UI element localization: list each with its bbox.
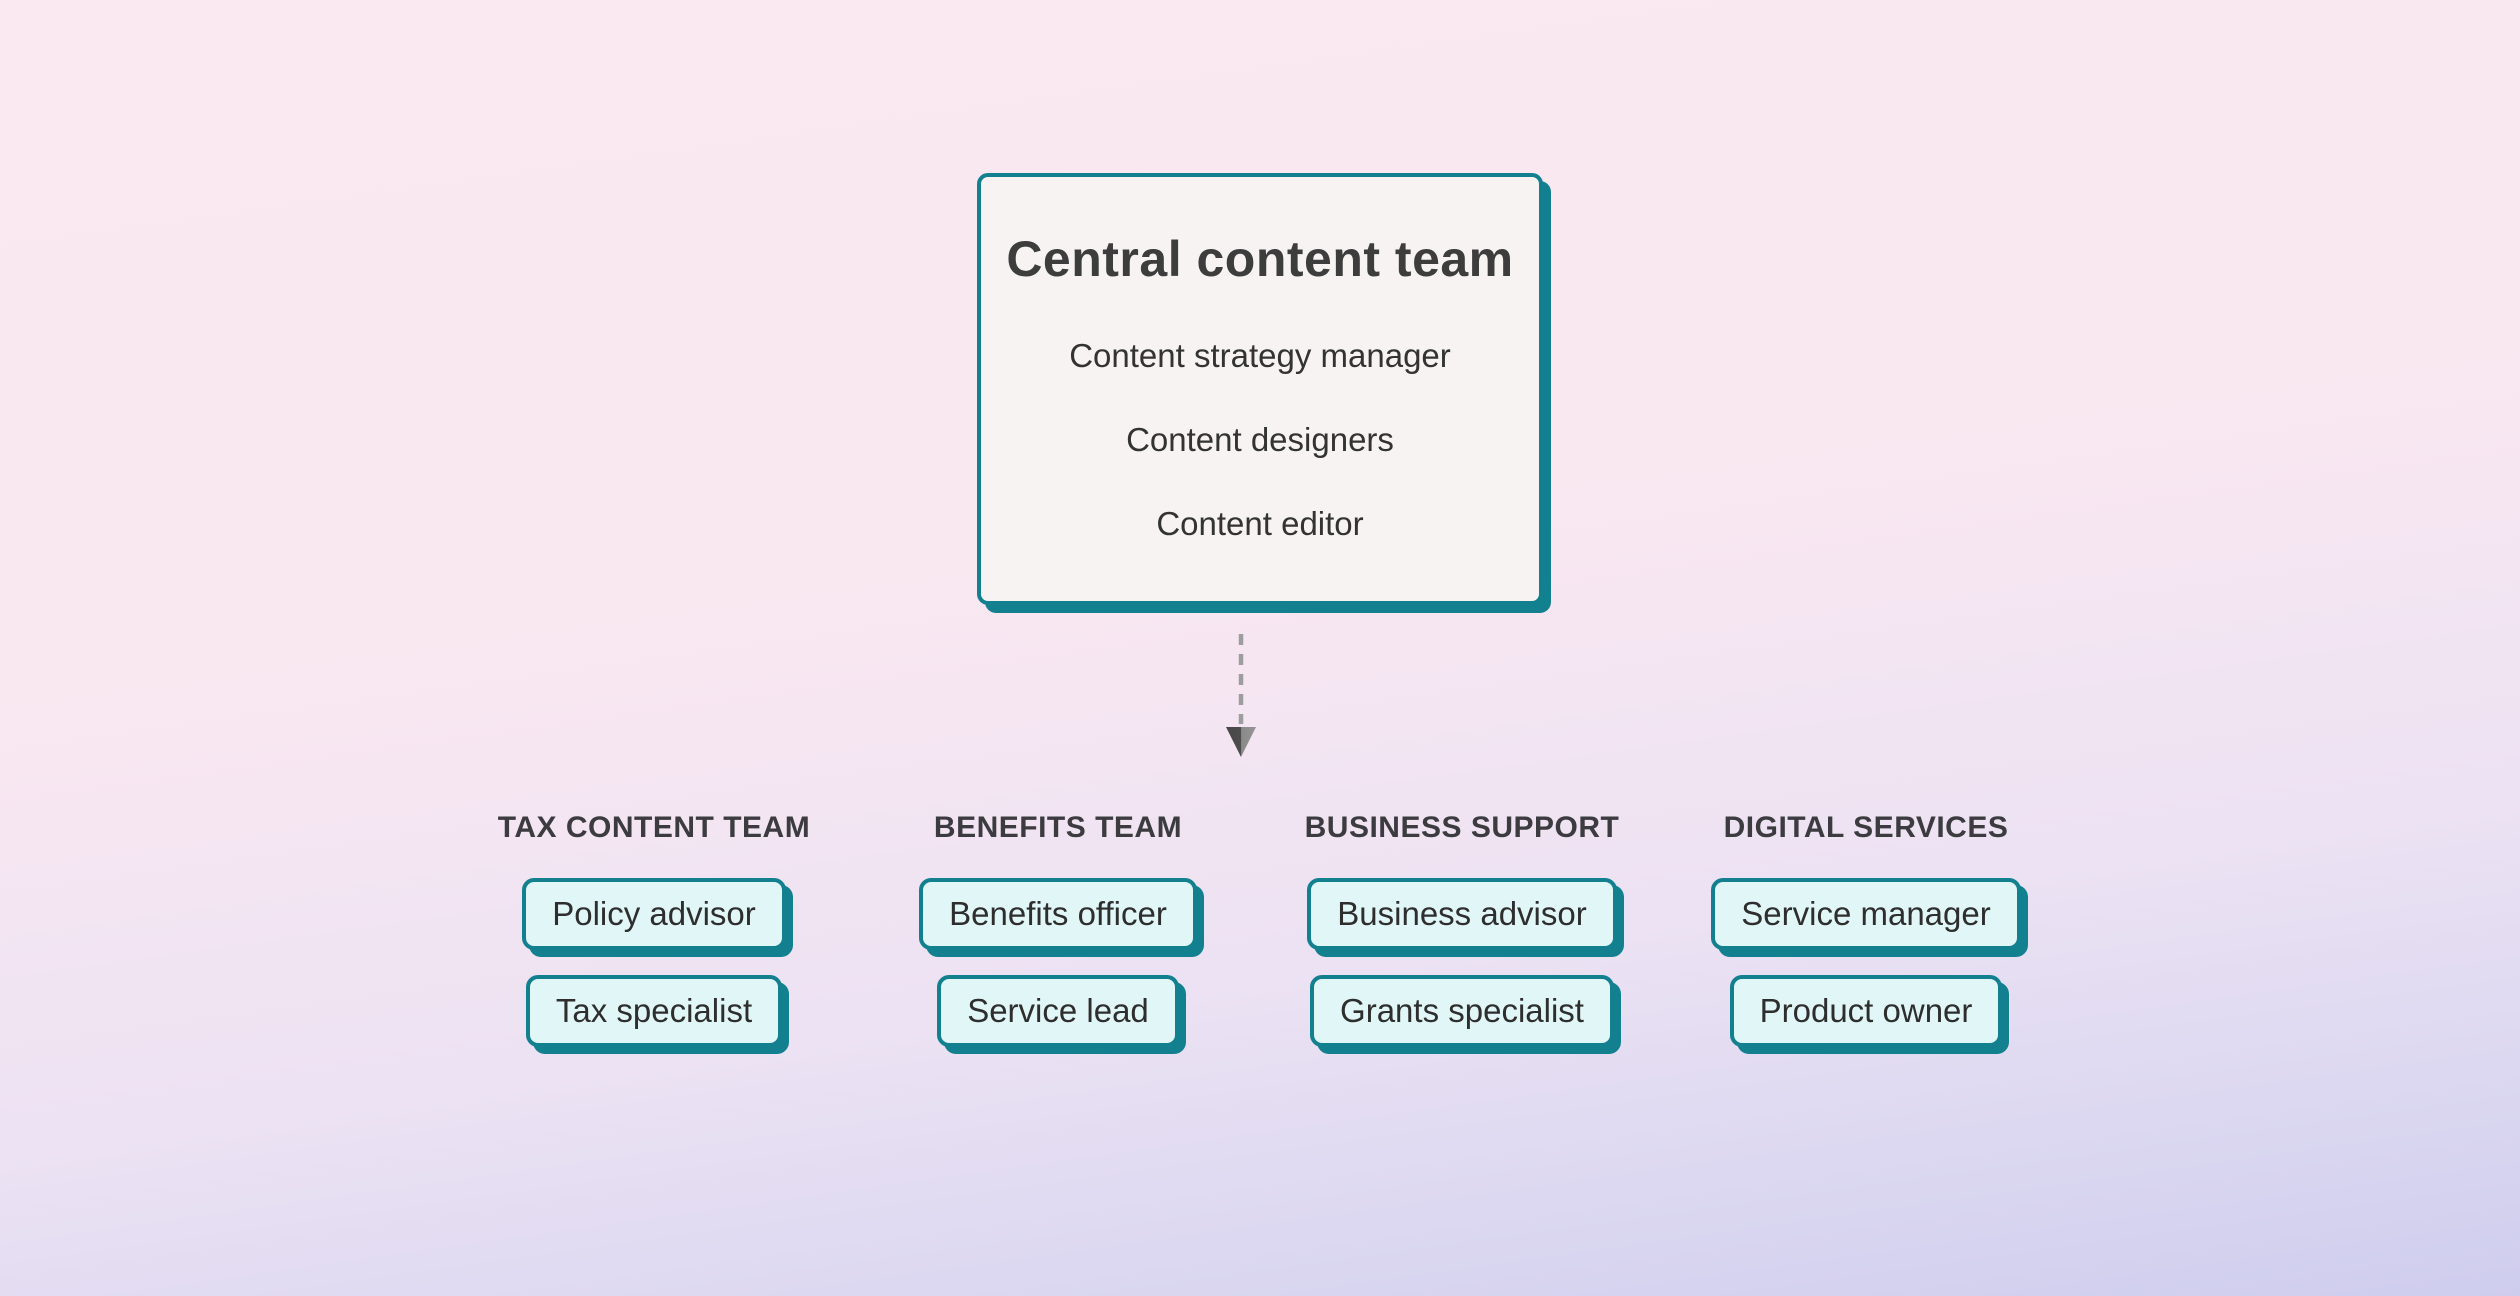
- role-chip: Product owner: [1729, 975, 2003, 1047]
- team-name: DIGITAL SERVICES: [1723, 811, 2009, 844]
- team-name: BENEFITS TEAM: [933, 811, 1183, 844]
- role-chip: Policy advisor: [522, 878, 786, 950]
- role-chip: Tax specialist: [525, 975, 783, 1047]
- team-column-business-support: BUSINESS SUPPORT Business advisor Grants…: [1260, 810, 1664, 1047]
- role-chip: Service manager: [1711, 878, 2021, 950]
- central-team-role: Content editor: [1156, 505, 1364, 542]
- team-column-digital-services: DIGITAL SERVICES Service manager Product…: [1664, 810, 2068, 1047]
- team-name: BUSINESS SUPPORT: [1304, 811, 1620, 844]
- down-arrow-icon: [1226, 634, 1256, 757]
- teams-row: TAX CONTENT TEAM Policy advisor Tax spec…: [452, 810, 2068, 1047]
- team-name: TAX CONTENT TEAM: [497, 811, 811, 844]
- role-chip: Service lead: [937, 975, 1179, 1047]
- role-chip: Grants specialist: [1310, 975, 1614, 1047]
- central-team-role: Content strategy manager: [1069, 337, 1451, 374]
- central-team-box: Central content team Content strategy ma…: [977, 173, 1543, 605]
- central-team-role: Content designers: [1126, 421, 1394, 458]
- team-column-benefits-team: BENEFITS TEAM Benefits officer Service l…: [856, 810, 1260, 1047]
- role-chip: Benefits officer: [919, 878, 1197, 950]
- role-chip: Business advisor: [1307, 878, 1617, 950]
- central-team-roles: Content strategy manager Content designe…: [981, 337, 1539, 543]
- team-column-tax-content-team: TAX CONTENT TEAM Policy advisor Tax spec…: [452, 810, 856, 1047]
- central-team-title: Central content team: [1006, 231, 1514, 287]
